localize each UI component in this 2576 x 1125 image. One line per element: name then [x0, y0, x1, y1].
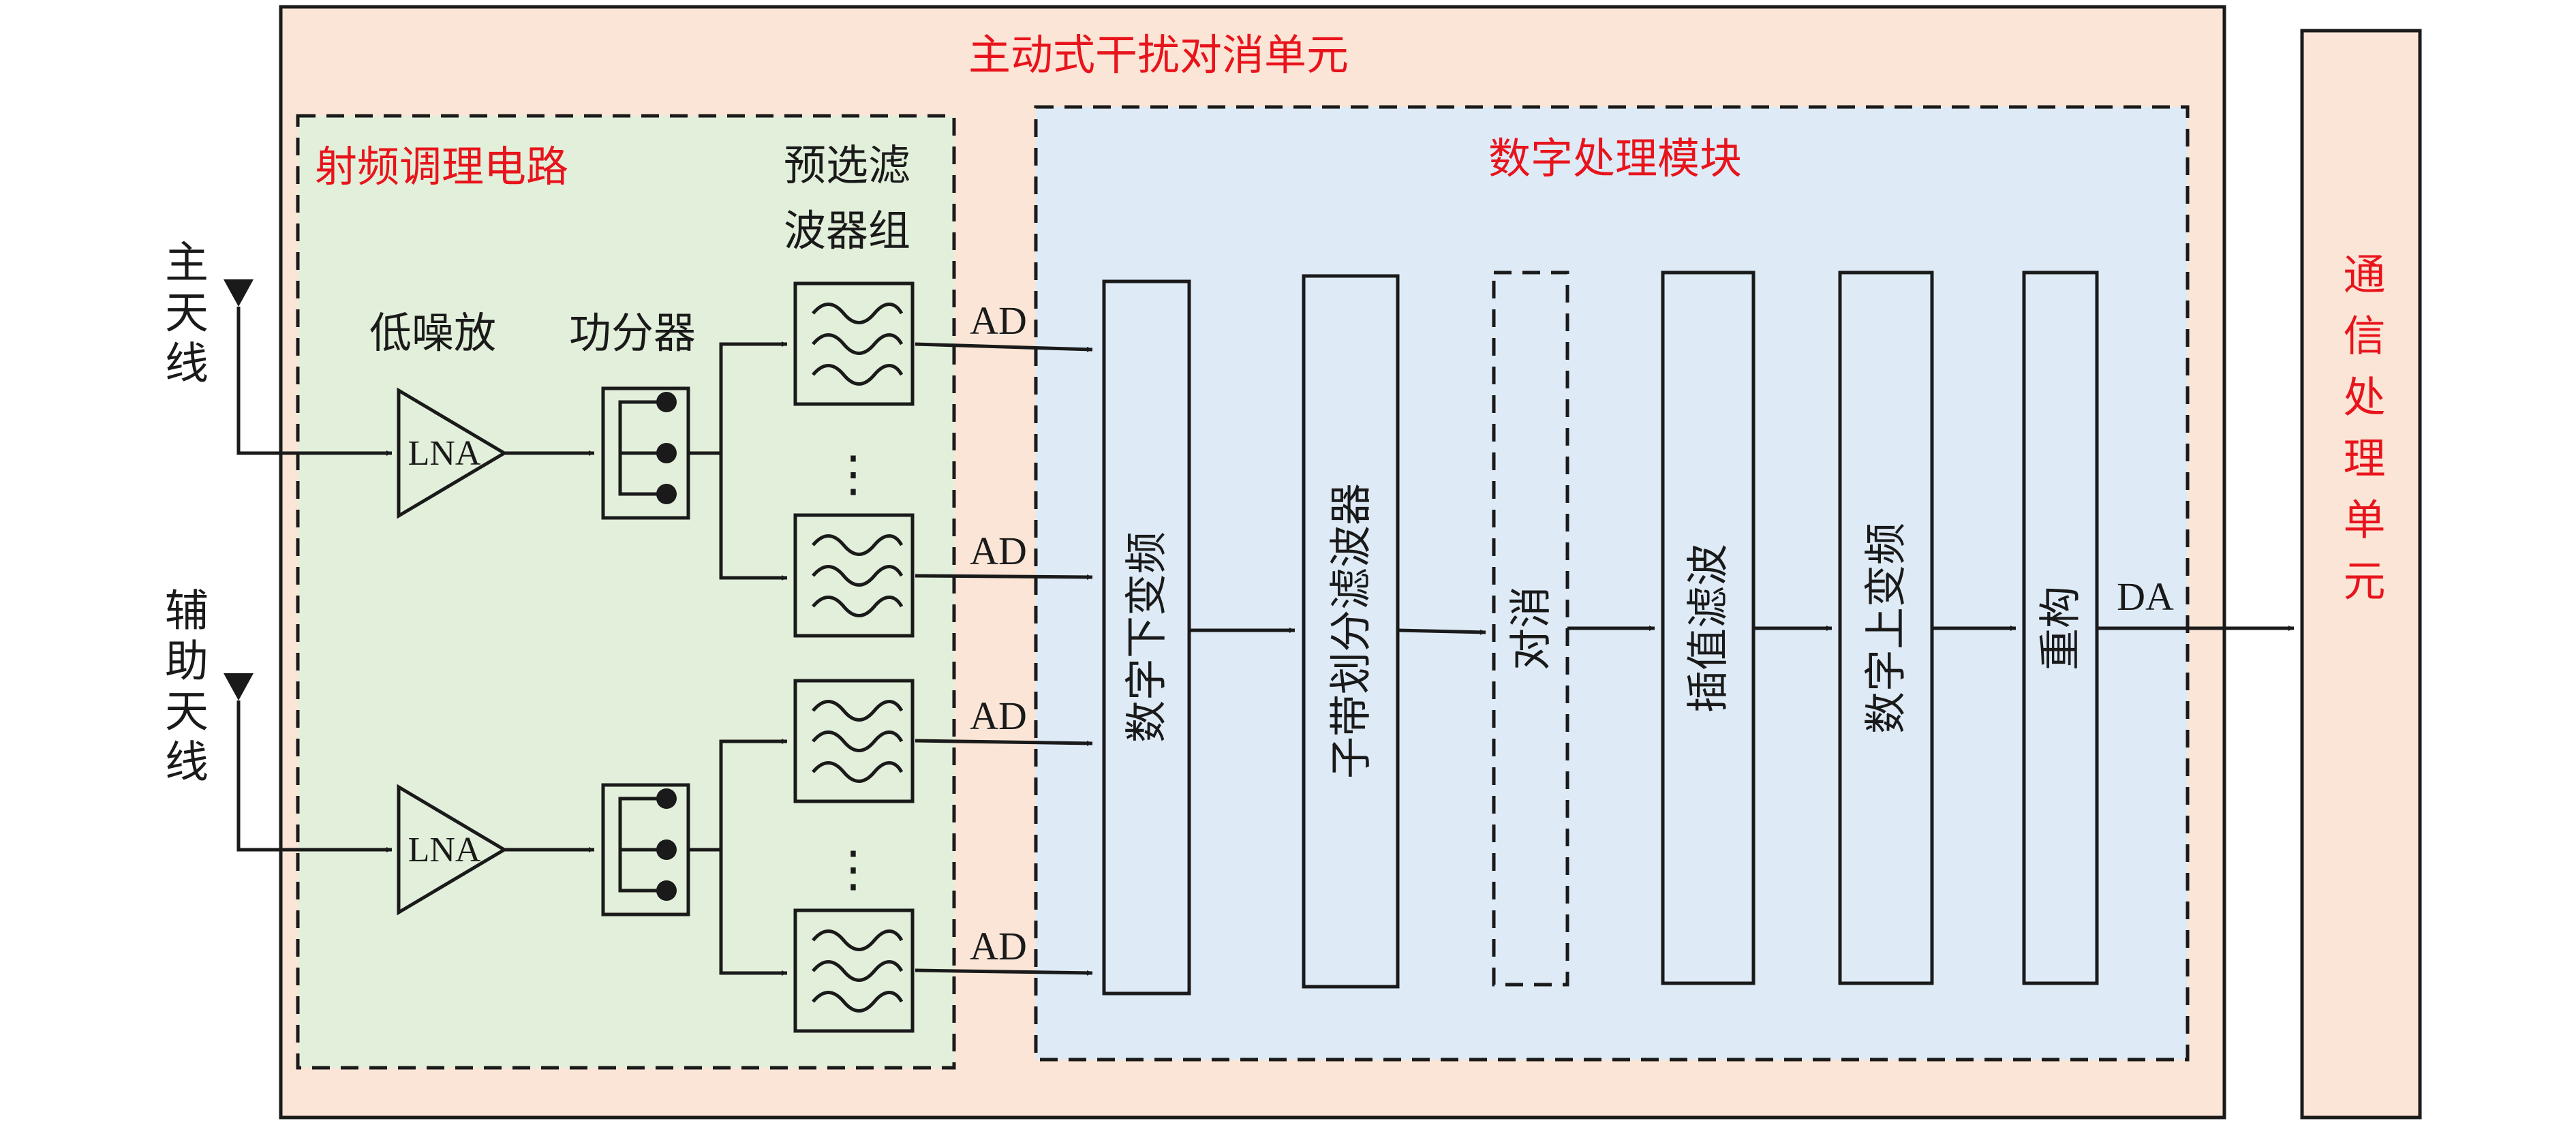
lna-label: LNA [408, 831, 481, 869]
ad-path [915, 968, 1093, 976]
rf-conditioning-region [296, 114, 956, 1070]
ad-path [915, 342, 1093, 352]
ad-path [915, 739, 1093, 746]
lna-label: LNA [408, 434, 481, 473]
comm-unit-label: 通信处理单元 [2336, 252, 2386, 620]
ad-label: AD [970, 529, 1027, 573]
filter-ellipsis: ⋮ [829, 447, 878, 502]
subband-filter-label: 子带划分滤波器 [1326, 483, 1376, 779]
reconstruction-label: 重构 [2036, 586, 2085, 671]
filter-ellipsis: ⋮ [829, 842, 878, 897]
main-antenna-feed [236, 307, 392, 456]
signal-line [719, 850, 787, 976]
aux-antenna-feed [236, 700, 392, 852]
signal-line [688, 341, 787, 455]
aux-antenna-icon [224, 673, 254, 700]
ad-label: AD [970, 694, 1027, 738]
aux-antenna-label: 辅助天线 [157, 587, 208, 789]
lna-header: 低噪放 [369, 308, 496, 358]
amplifier-icon [397, 387, 508, 519]
ad-label: AD [970, 924, 1027, 968]
filter-bank-header-1: 预选滤 [784, 140, 910, 190]
ad-path [915, 574, 1093, 580]
ad-label: AD [970, 298, 1027, 343]
amplifier-icon [397, 784, 508, 916]
duc-label: 数字上变频 [1861, 523, 1911, 734]
main-antenna-icon [224, 279, 254, 307]
digital-processing-region [1034, 105, 2190, 1062]
rf-region-title: 射频调理电路 [315, 142, 568, 191]
interp-filter-label: 插值滤波 [1683, 544, 1733, 713]
ddc-label: 数字下变频 [1122, 531, 1171, 743]
ddc-block [1102, 279, 1191, 996]
cancel-label: 对消 [1506, 586, 1556, 671]
outer-unit-title: 主动式干扰对消单元 [968, 30, 1349, 80]
comm-processing-unit [2300, 29, 2422, 1120]
cancel-block [1492, 271, 1569, 987]
flow-arrow [1397, 628, 1486, 635]
da-label: DA [2117, 574, 2174, 619]
main-antenna-label: 主天线 [157, 239, 208, 390]
dsp-region-title: 数字处理模块 [1488, 134, 1742, 183]
splitter-header: 功分器 [569, 308, 696, 358]
signal-line [719, 453, 787, 581]
filter-bank-header-2: 波器组 [784, 206, 910, 256]
splitter-icon [601, 386, 690, 520]
signal-line [688, 739, 787, 852]
